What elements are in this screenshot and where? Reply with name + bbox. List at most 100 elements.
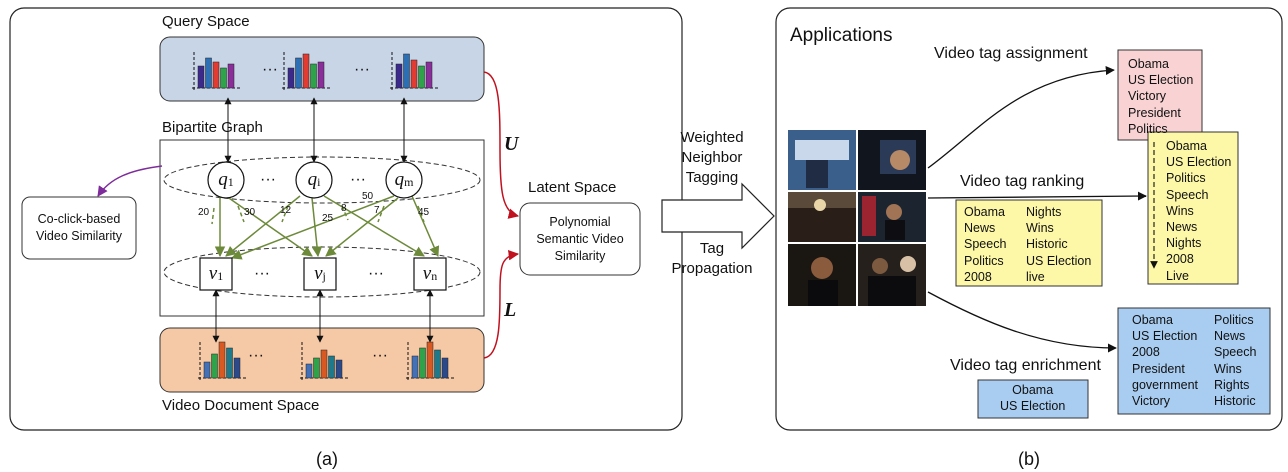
query-node-m — [385, 161, 423, 199]
video-node-n — [413, 257, 447, 291]
feature-histograms — [192, 50, 454, 380]
bipartite-graph-title: Bipartite Graph — [162, 119, 263, 136]
histogram-bar — [205, 57, 212, 89]
tag-item: Wins — [1026, 221, 1054, 236]
edge-weight: 50 — [362, 191, 374, 202]
edge-weight: 25 — [322, 213, 334, 224]
tag-item: Rights — [1214, 377, 1250, 392]
vnode-ellipsis-2: ··· — [368, 265, 384, 282]
video-node-1 — [199, 257, 233, 291]
query-node-1-label: q1 — [218, 169, 234, 190]
histogram-bar — [434, 349, 441, 379]
tag-enrichment-label: Video tag enrichment — [950, 357, 1101, 374]
tag-item: US Election — [1132, 329, 1198, 344]
tag-item: Politics — [1214, 313, 1254, 327]
query-node-i-label: qi — [307, 169, 321, 190]
tag-item: 2008 — [1132, 345, 1160, 360]
tag-item: Obama — [1128, 57, 1169, 71]
histogram-bar — [441, 357, 449, 379]
histogram-bar — [211, 353, 218, 379]
histogram-bar — [426, 341, 434, 379]
doc-ellipsis-1: ··· — [248, 347, 264, 364]
enrichment-input-box — [977, 379, 1089, 419]
tag-item: President — [1132, 361, 1185, 376]
tag-item: Obama — [1012, 383, 1054, 397]
tag-item: Obama — [1166, 139, 1207, 153]
assignment-box — [1117, 49, 1203, 141]
video-node-j-label: vj — [314, 263, 326, 284]
tag-item: US Election — [1128, 73, 1194, 88]
caption-a: (a) — [316, 449, 338, 469]
tag-item: live — [1026, 269, 1045, 284]
histogram-bar — [403, 53, 410, 89]
edge-weight: 45 — [418, 207, 430, 218]
u-arrow — [483, 71, 520, 219]
tag-item: 2008 — [964, 269, 992, 284]
tag-item: 2008 — [1166, 252, 1194, 267]
applications-title: Applications — [790, 25, 893, 46]
histogram-bar — [418, 65, 425, 89]
polynomial-box — [519, 202, 641, 276]
co-click-box — [21, 196, 137, 260]
ranking-input-box — [955, 199, 1103, 287]
tag-item: US Election — [1166, 155, 1232, 170]
tag-item: President — [1128, 105, 1181, 120]
l-arrow — [483, 249, 520, 359]
video-document-space-title: Video Document Space — [162, 397, 320, 414]
tag-item: Historic — [1026, 237, 1068, 252]
tag-item: Historic — [1214, 394, 1256, 409]
tag-propagation-label: Tag Propagation — [671, 240, 753, 277]
histogram-bar — [203, 361, 211, 379]
query-ellipsis-1: ··· — [262, 61, 278, 78]
histogram-bar — [227, 63, 235, 89]
histogram-bar — [425, 61, 433, 89]
histogram-bar — [218, 341, 226, 379]
tag-item: Victory — [1132, 394, 1170, 409]
edge-weight: 30 — [244, 207, 256, 218]
histogram-bar — [320, 349, 328, 379]
tag-ranking-label: Video tag ranking — [960, 173, 1085, 190]
qnode-ellipsis-2: ··· — [350, 171, 366, 188]
u-label: U — [504, 133, 519, 155]
tag-item: Wins — [1166, 203, 1194, 218]
query-space-title: Query Space — [162, 13, 250, 30]
polynomial-label: Polynomial Semantic Video Similarity — [536, 214, 624, 263]
histogram-bar — [328, 355, 335, 379]
tag-item: News — [964, 221, 996, 236]
tag-item: Speech — [1166, 187, 1209, 202]
histogram-bar — [287, 67, 295, 89]
tag-item: News — [1166, 220, 1198, 235]
histogram-bar — [395, 63, 403, 89]
histogram-bar — [233, 357, 241, 379]
tag-assignment-label: Video tag assignment — [934, 45, 1088, 62]
caption-b: (b) — [1018, 449, 1040, 469]
enrichment-arrow — [927, 291, 1117, 353]
histogram-bar — [197, 65, 205, 89]
histogram-bar — [302, 53, 310, 89]
histogram-bar — [419, 347, 426, 379]
tag-item: Wins — [1214, 361, 1242, 376]
histogram-bar — [310, 63, 317, 89]
video-node-n-label: vn — [422, 263, 438, 284]
video-keyframes — [788, 130, 926, 306]
tag-item: Politics — [1166, 171, 1206, 186]
edge-weight: 7 — [374, 205, 380, 216]
query-node-i — [295, 161, 333, 199]
co-click-arrow — [97, 165, 163, 197]
ranking-arrow — [927, 191, 1147, 201]
query-node-ellipse — [163, 156, 481, 204]
assignment-arrow — [927, 65, 1115, 169]
query-node-1 — [207, 161, 245, 199]
latent-space-title: Latent Space — [528, 179, 617, 196]
histogram-bar — [313, 357, 320, 379]
histogram-bar — [410, 59, 418, 89]
histogram-bar — [220, 67, 227, 89]
ranking-box — [1147, 131, 1239, 285]
qnode-ellipsis-1: ··· — [260, 171, 276, 188]
tag-item: Nights — [1166, 236, 1202, 251]
